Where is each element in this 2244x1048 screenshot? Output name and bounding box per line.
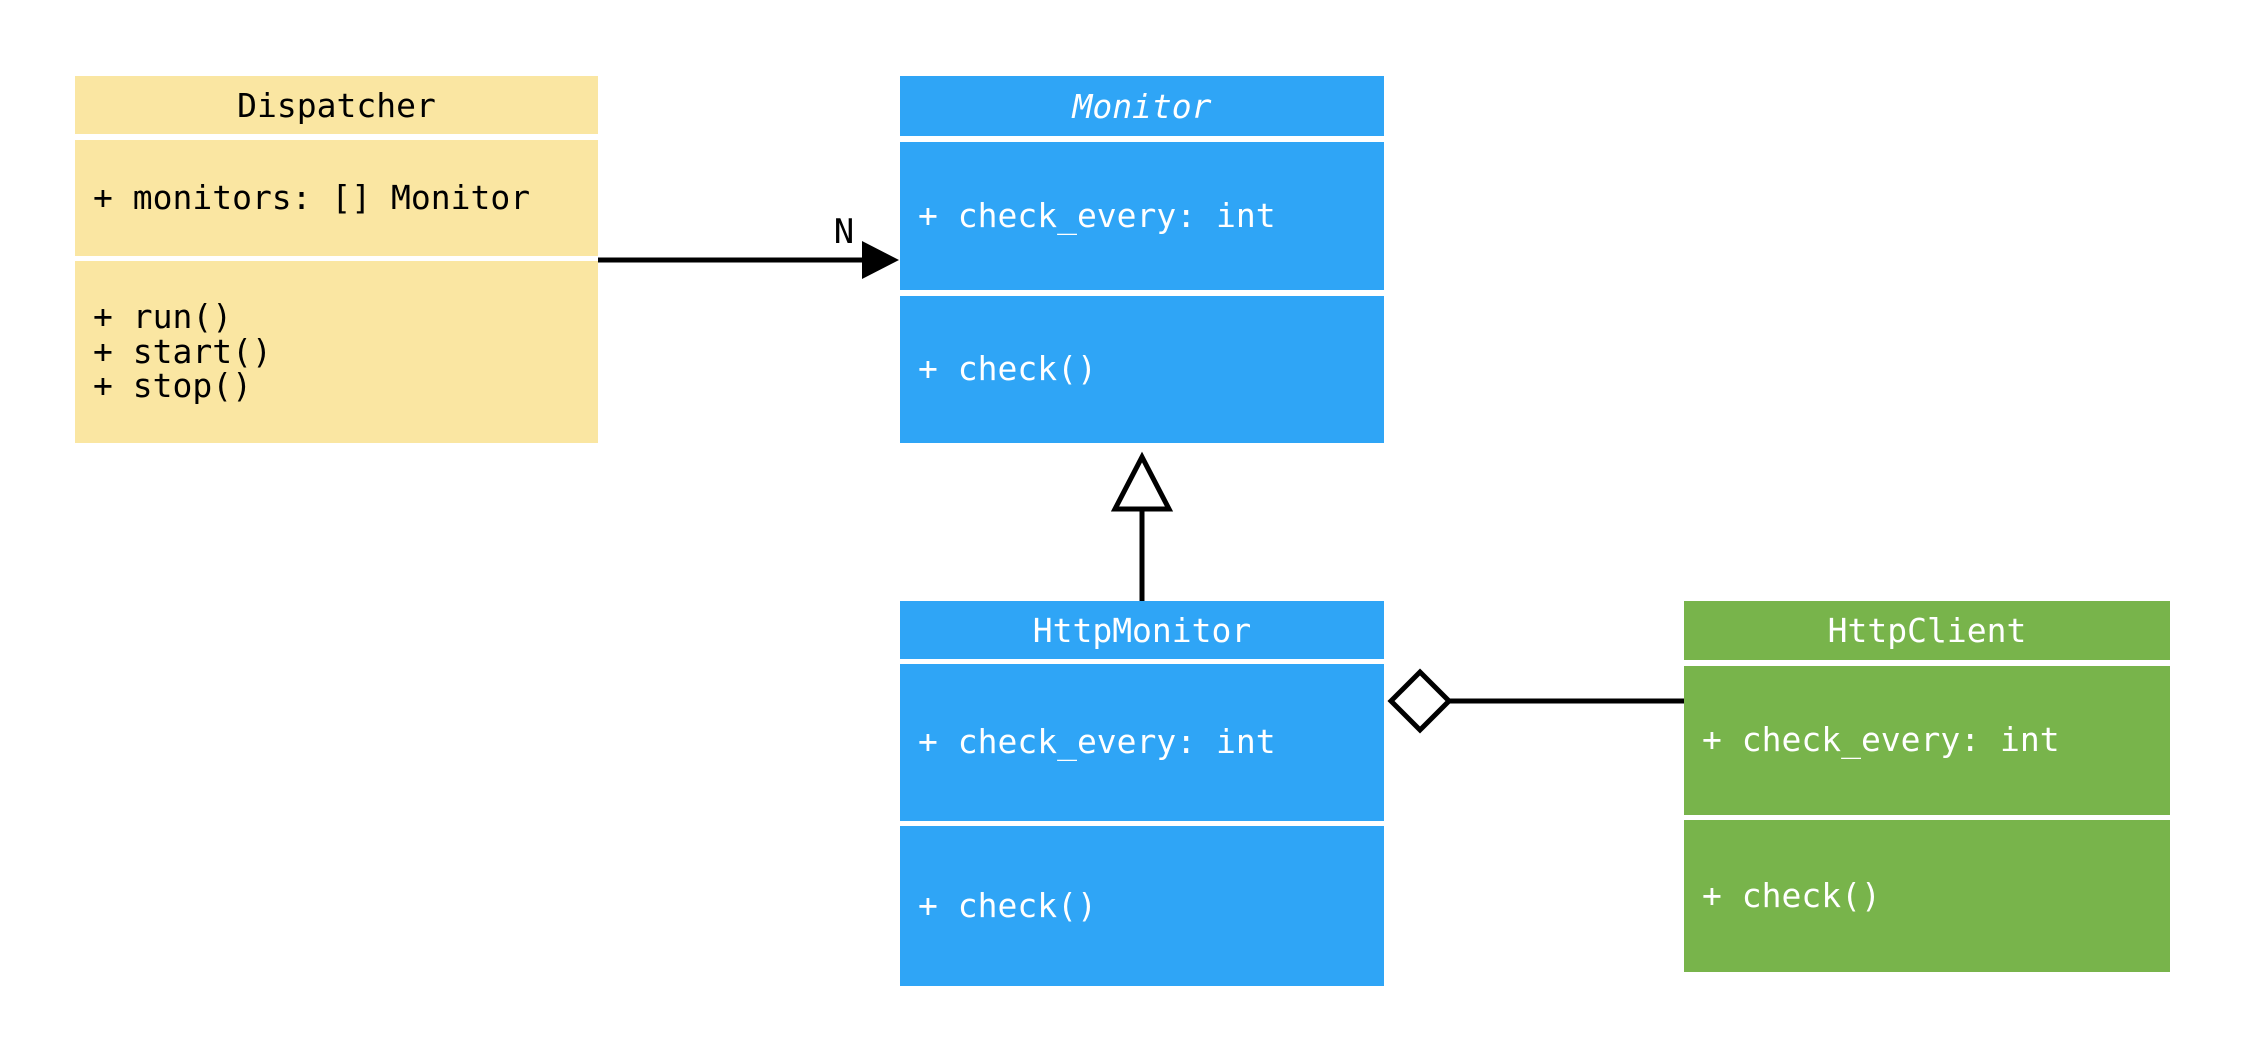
inheritance-httpmonitor-to-monitor (1110, 451, 1174, 601)
multiplicity-label: N (834, 212, 854, 252)
class-box-monitor: Monitor + check_every: int + check() (900, 76, 1384, 443)
class-methods: + check() (900, 296, 1384, 443)
class-title: HttpMonitor (900, 601, 1384, 659)
association-dispatcher-to-monitor: N (598, 212, 899, 279)
class-box-httpclient: HttpClient + check_every: int + check() (1684, 601, 2170, 972)
association-arrowhead-icon (862, 241, 899, 279)
method-line: + check() (918, 885, 1097, 925)
aggregation-diamond-icon (1387, 668, 1453, 734)
method-line: + check() (918, 349, 1097, 389)
class-attributes: + monitors: [] Monitor (75, 140, 598, 256)
attribute-line: + monitors: [] Monitor (93, 177, 531, 217)
class-title: Dispatcher (75, 76, 598, 134)
class-attributes: + check_every: int (900, 142, 1384, 290)
attribute-line: + check_every: int (1702, 720, 2060, 760)
method-line: + check() (1702, 875, 1881, 915)
class-methods: + check() (1684, 820, 2170, 972)
inheritance-triangle-icon (1110, 451, 1174, 512)
class-box-dispatcher: Dispatcher + monitors: [] Monitor + run(… (75, 76, 598, 443)
method-line: + start() (93, 331, 272, 371)
aggregation-httpmonitor-httpclient (1387, 668, 1684, 734)
attribute-line: + check_every: int (918, 195, 1276, 235)
class-attributes: + check_every: int (900, 664, 1384, 821)
class-methods: + check() (900, 826, 1384, 986)
class-title: HttpClient (1684, 601, 2170, 660)
attribute-line: + check_every: int (918, 722, 1276, 762)
class-box-httpmonitor: HttpMonitor + check_every: int + check() (900, 601, 1384, 986)
class-title: Monitor (900, 76, 1384, 136)
method-line: + stop() (93, 366, 252, 406)
method-line: + run() (93, 297, 233, 337)
class-attributes: + check_every: int (1684, 666, 2170, 815)
class-methods: + run() + start() + stop() (75, 261, 598, 443)
